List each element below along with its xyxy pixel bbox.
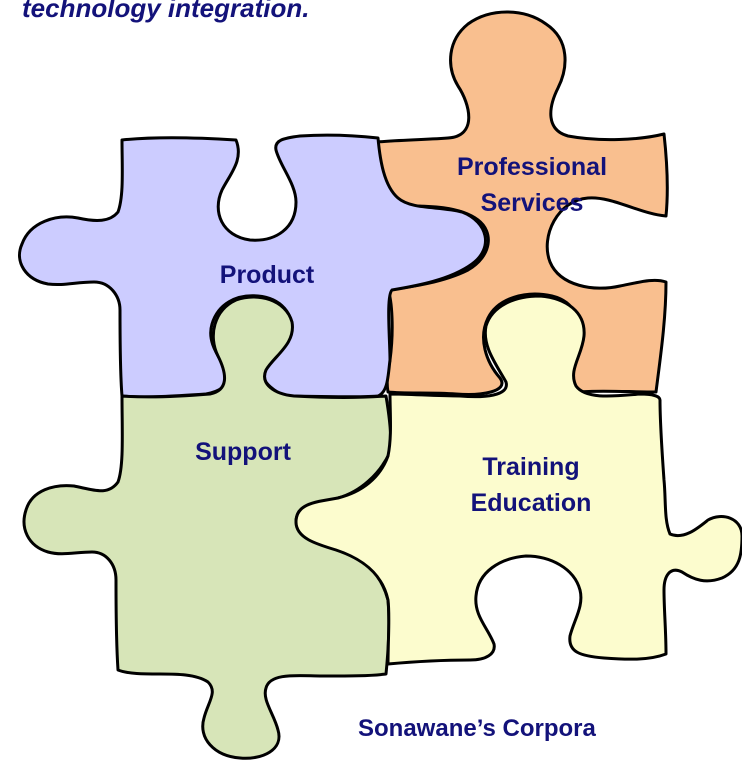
support-label: Support: [195, 438, 291, 466]
headline-text: technology integration.: [22, 0, 310, 23]
piece-training-education: [294, 294, 742, 666]
piece-support: [22, 295, 393, 760]
footer-caption: Sonawane’s Corpora: [358, 715, 596, 742]
training-education-label-line2: Education: [471, 489, 592, 517]
training-education-label-line1: Training: [482, 453, 579, 481]
product-label: Product: [220, 261, 315, 289]
professional-services-label-line2: Services: [481, 189, 584, 217]
professional-services-label-line1: Professional: [457, 153, 607, 181]
